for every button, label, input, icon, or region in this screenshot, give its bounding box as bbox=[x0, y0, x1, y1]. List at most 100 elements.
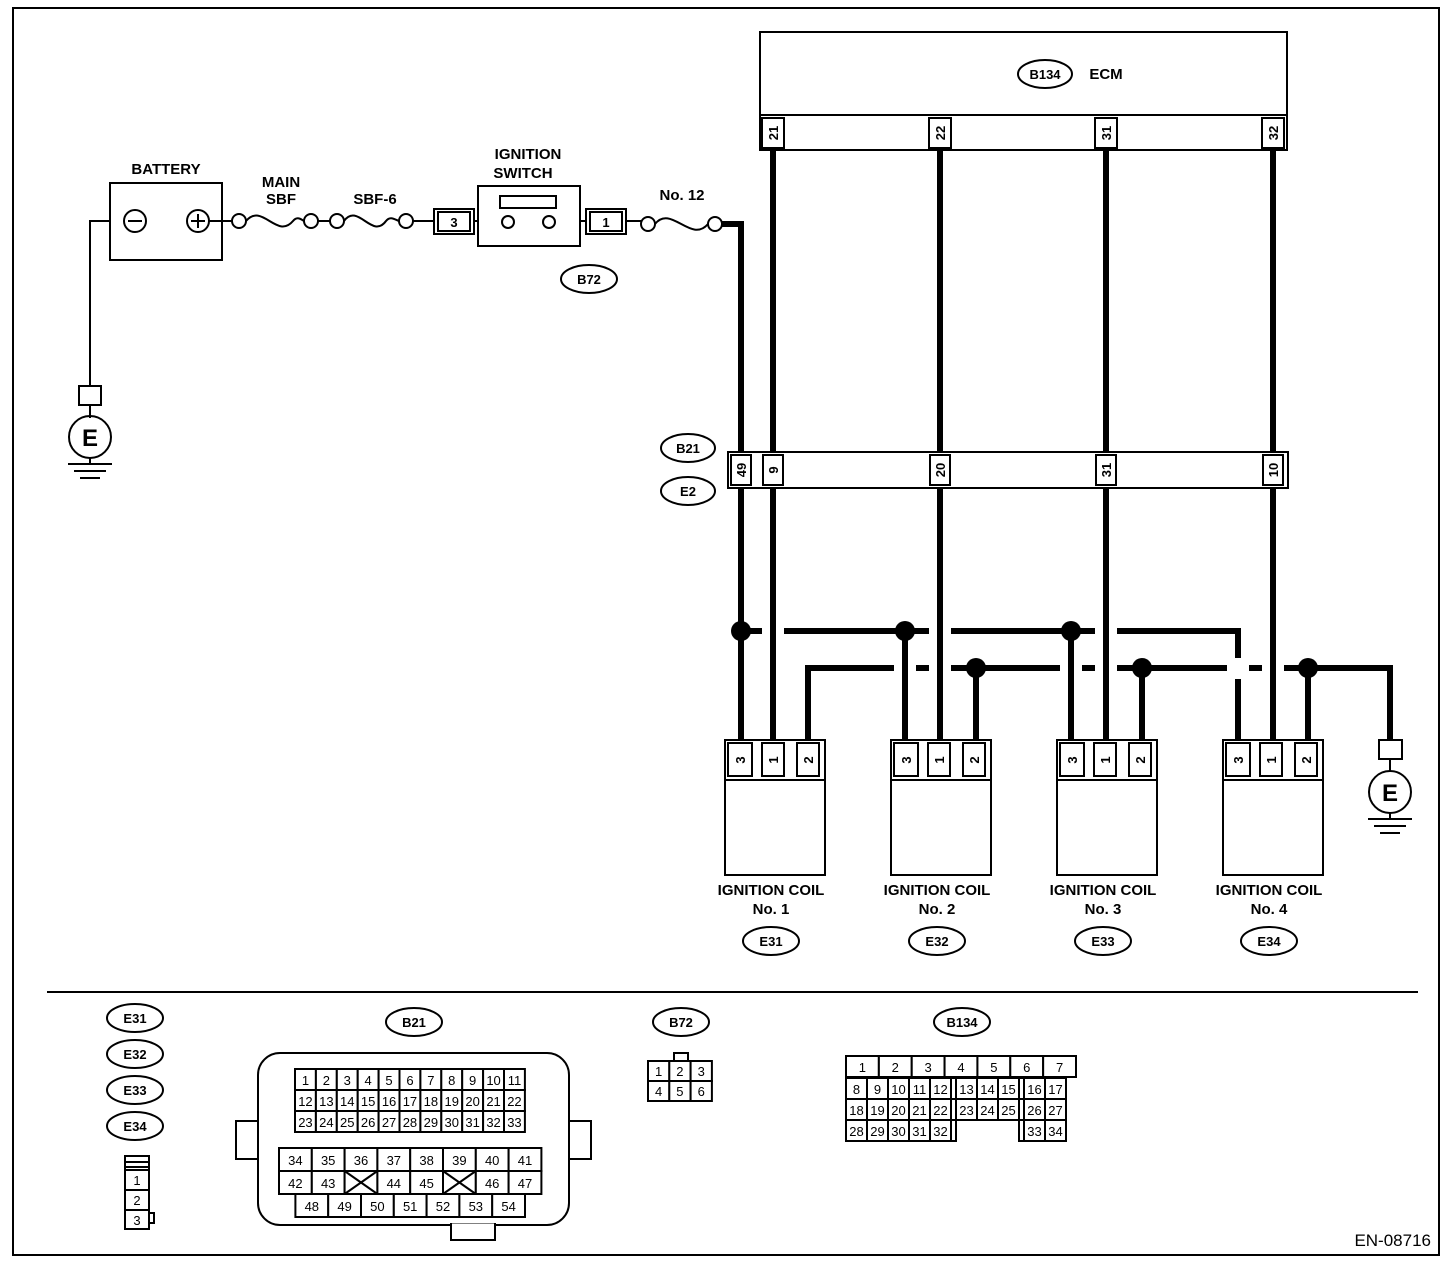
legend-b134-cell: 10 bbox=[891, 1082, 905, 1097]
ignition-switch-label-1: IGNITION bbox=[495, 146, 562, 163]
legend-b21-cell: 53 bbox=[469, 1199, 483, 1214]
legend-b134-cell: 18 bbox=[849, 1103, 863, 1118]
legend-b134-cell: 2 bbox=[892, 1060, 899, 1075]
legend-b134-cell: 25 bbox=[1001, 1103, 1015, 1118]
legend-b134-title: B134 bbox=[946, 1015, 978, 1030]
ground-symbol-right: E bbox=[1368, 739, 1412, 834]
legend-b134-cell: 20 bbox=[891, 1103, 905, 1118]
legend-b72-title: B72 bbox=[669, 1015, 693, 1030]
legend-b21-cell: 31 bbox=[465, 1115, 479, 1130]
legend-b21-cell: 33 bbox=[507, 1115, 521, 1130]
legend-b134-cell: 30 bbox=[891, 1124, 905, 1139]
legend-b134-cell: 8 bbox=[853, 1082, 860, 1097]
ground-left-label: E bbox=[82, 425, 98, 452]
legend-b134-cell: 28 bbox=[849, 1124, 863, 1139]
legend-b21-cell: 30 bbox=[445, 1115, 459, 1130]
coil-1-pin-1: 1 bbox=[766, 756, 781, 763]
legend-b134-cell: 7 bbox=[1056, 1060, 1063, 1075]
sbf6-fuse bbox=[343, 214, 400, 228]
legend-b21-cell: 54 bbox=[501, 1199, 515, 1214]
legend-b21-cell: 4 bbox=[365, 1073, 372, 1088]
legend-coil-pin-3: 3 bbox=[133, 1213, 140, 1228]
legend-b21-cell: 13 bbox=[319, 1094, 333, 1109]
legend-b134-cell: 21 bbox=[912, 1103, 926, 1118]
b21-pin-9: 9 bbox=[766, 466, 781, 473]
legend-b21-cell: 46 bbox=[485, 1176, 499, 1191]
legend-b21-cell: 51 bbox=[403, 1199, 417, 1214]
legend-b21-cell: 24 bbox=[319, 1115, 333, 1130]
coil-1-name: IGNITION COIL bbox=[718, 882, 825, 899]
legend-b21-cell: 36 bbox=[354, 1153, 368, 1168]
legend-b72-cell: 6 bbox=[698, 1084, 705, 1099]
coil-2-pin-2: 2 bbox=[967, 756, 982, 763]
b21-label: B21 bbox=[676, 441, 700, 456]
legend-b134-cell: 31 bbox=[912, 1124, 926, 1139]
legend-b134-cell: 34 bbox=[1048, 1124, 1062, 1139]
battery-label: BATTERY bbox=[131, 161, 200, 178]
legend-b21-cell: 32 bbox=[486, 1115, 500, 1130]
coil-2-number: No. 2 bbox=[919, 901, 956, 918]
legend-b21-cell: 43 bbox=[321, 1176, 335, 1191]
b72-connector-label: B72 bbox=[577, 272, 601, 287]
legend-b21-cell: 6 bbox=[406, 1073, 413, 1088]
coil-1-pin-3: 3 bbox=[733, 756, 748, 763]
legend-b21-cell: 25 bbox=[340, 1115, 354, 1130]
coil-2-pin-1: 1 bbox=[932, 756, 947, 763]
ignition-switch-label-2: SWITCH bbox=[493, 165, 552, 182]
legend-b134-cell: 4 bbox=[957, 1060, 964, 1075]
legend-b21-cell: 11 bbox=[508, 1073, 522, 1088]
legend-b21-cell: 20 bbox=[465, 1094, 479, 1109]
coil-4-connector: E34 bbox=[1257, 934, 1281, 949]
legend-b21-cell: 49 bbox=[337, 1199, 351, 1214]
legend-b134-cell: 22 bbox=[933, 1103, 947, 1118]
b21-pin-10: 10 bbox=[1266, 463, 1281, 477]
legend-b134-cell: 27 bbox=[1048, 1103, 1062, 1118]
legend-b21-cell: 48 bbox=[305, 1199, 319, 1214]
legend-b21-cell: 47 bbox=[518, 1176, 532, 1191]
legend-e34-label: E34 bbox=[123, 1119, 147, 1134]
coil-3-pin-1: 1 bbox=[1098, 756, 1113, 763]
b21-e2-connector: B21 E2 49 9 20 31 10 bbox=[660, 433, 1289, 506]
coil-4-name: IGNITION COIL bbox=[1216, 882, 1323, 899]
legend-b21-cell: 44 bbox=[387, 1176, 401, 1191]
b21-pin-49: 49 bbox=[734, 463, 749, 477]
legend-b21-cell: 1 bbox=[302, 1073, 309, 1088]
legend-b21-cell: 7 bbox=[427, 1073, 434, 1088]
legend-b134-cell: 23 bbox=[959, 1103, 973, 1118]
legend-b134-cell: 14 bbox=[980, 1082, 994, 1097]
legend-b134-cell: 33 bbox=[1027, 1124, 1041, 1139]
legend-b21-cell: 19 bbox=[445, 1094, 459, 1109]
legend-b21-cell: 34 bbox=[288, 1153, 302, 1168]
coil-2-pin-3: 3 bbox=[899, 756, 914, 763]
legend-b21-cell: 15 bbox=[361, 1094, 375, 1109]
coil-4-pin-2: 2 bbox=[1299, 756, 1314, 763]
legend-b21-cell: 39 bbox=[452, 1153, 466, 1168]
power-bus bbox=[731, 621, 1241, 742]
legend-b72-cell: 4 bbox=[655, 1084, 662, 1099]
coil-2-name: IGNITION COIL bbox=[884, 882, 991, 899]
coil-4-pin-3: 3 bbox=[1231, 756, 1246, 763]
e2-label: E2 bbox=[680, 484, 696, 499]
legend-b21-cell: 14 bbox=[340, 1094, 354, 1109]
ign-pin-1: 1 bbox=[602, 215, 609, 230]
ecm-pin-31: 31 bbox=[1099, 126, 1114, 140]
legend-b21-cell: 37 bbox=[387, 1153, 401, 1168]
sbf6-label: SBF-6 bbox=[353, 191, 396, 208]
legend-b134-cell: 6 bbox=[1023, 1060, 1030, 1075]
legend-b134-cell: 16 bbox=[1027, 1082, 1041, 1097]
legend-b21-cell: 12 bbox=[298, 1094, 312, 1109]
coil-3-name: IGNITION COIL bbox=[1050, 882, 1157, 899]
legend-b21-cell: 38 bbox=[419, 1153, 433, 1168]
coil-3-connector: E33 bbox=[1091, 934, 1114, 949]
ecm-pin-21: 21 bbox=[766, 126, 781, 140]
legend-b21-cell: 18 bbox=[424, 1094, 438, 1109]
ground-right-label: E bbox=[1382, 780, 1398, 807]
coil-1-connector: E31 bbox=[759, 934, 782, 949]
coil-3-number: No. 3 bbox=[1085, 901, 1122, 918]
legend-b134-cell: 26 bbox=[1027, 1103, 1041, 1118]
legend-b21-title: B21 bbox=[402, 1015, 426, 1030]
main-sbf-fuse bbox=[245, 214, 305, 228]
legend-b21-cell: 35 bbox=[321, 1153, 335, 1168]
